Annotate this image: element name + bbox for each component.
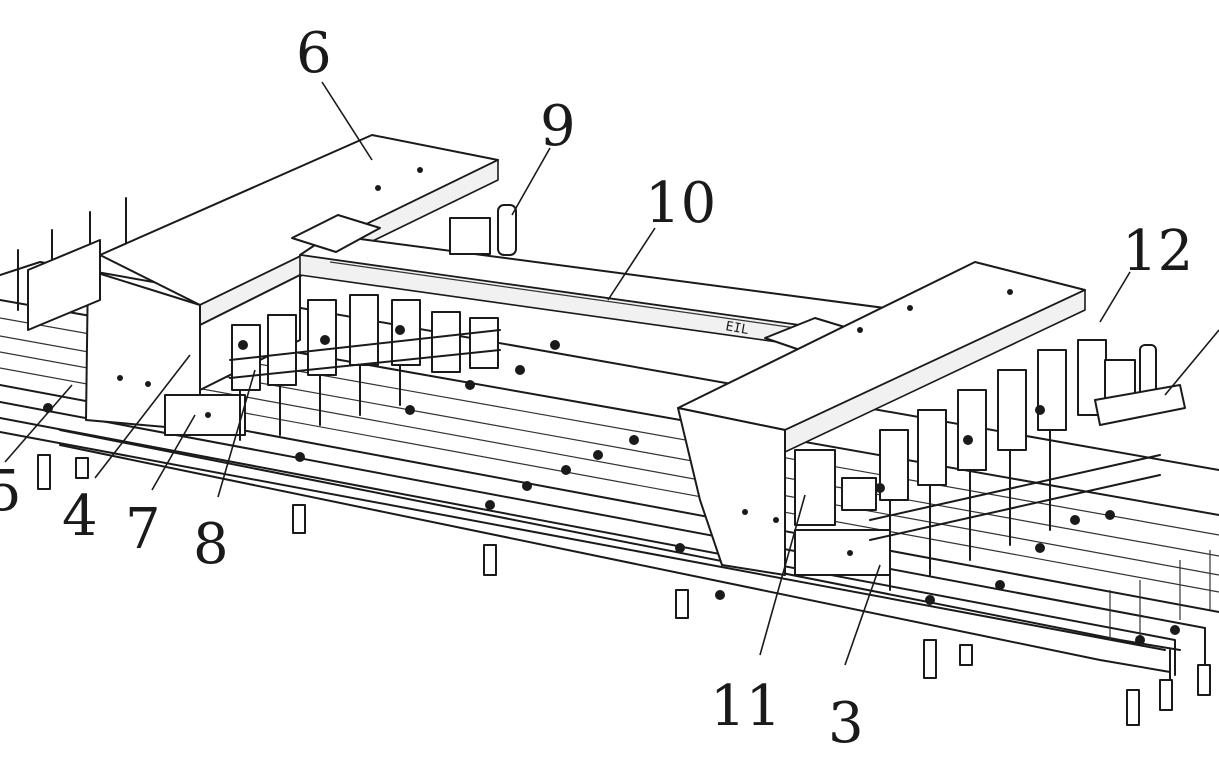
leader-12 [1099, 271, 1131, 323]
callout-10: 10 [645, 171, 716, 236]
leader-11 [759, 494, 806, 656]
callout-4: 4 [62, 484, 98, 549]
left-clamps [164, 294, 501, 441]
callout-12: 12 [1122, 219, 1193, 284]
leader-unlabeled-right [1164, 329, 1219, 396]
leader-10 [607, 227, 656, 301]
callout-6: 6 [296, 21, 332, 86]
callout-labels: 6 9 10 12 5 4 7 8 11 3 [0, 21, 1193, 756]
callout-8: 8 [193, 512, 229, 577]
leader-3 [844, 564, 881, 666]
leader-lines [4, 81, 1219, 666]
right-clamps [841, 339, 1186, 591]
callout-5: 5 [0, 459, 22, 524]
rail-bolts [43, 340, 1180, 645]
leader-8 [217, 369, 256, 498]
callout-3: 3 [828, 691, 864, 756]
leader-7 [151, 414, 196, 491]
callout-9: 9 [540, 94, 576, 159]
leader-4 [94, 354, 191, 479]
right-housing [677, 261, 1086, 576]
leader-9 [511, 147, 551, 216]
leader-5 [4, 384, 73, 463]
support-feet [37, 454, 1211, 726]
callout-11: 11 [710, 674, 781, 739]
beam-stamp: EIL [724, 319, 750, 338]
callout-7: 7 [125, 497, 161, 562]
leader-6 [321, 81, 373, 161]
